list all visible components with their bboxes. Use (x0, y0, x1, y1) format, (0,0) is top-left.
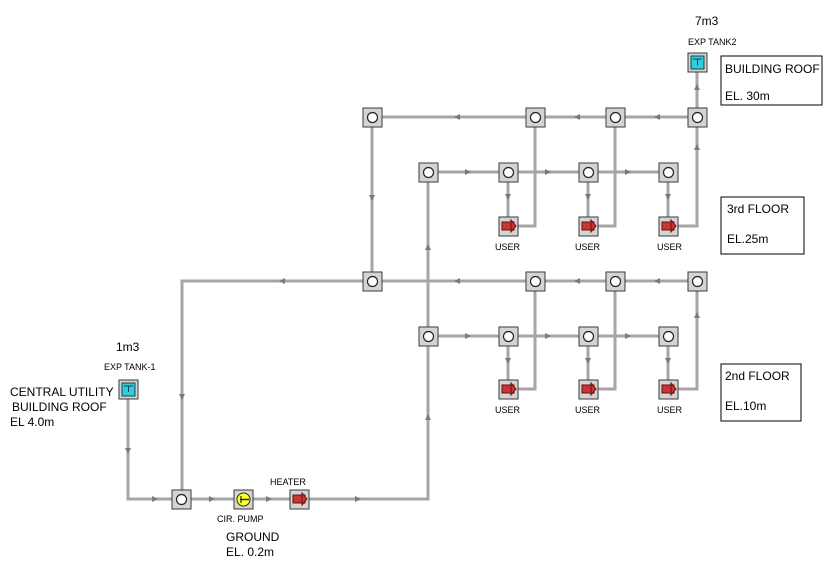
junction-node-icon[interactable] (171, 489, 192, 510)
pipe-ground-return (180, 279, 374, 501)
flow-arrow (625, 333, 631, 339)
flow-arrow (625, 169, 631, 175)
junction-node-icon[interactable] (498, 162, 519, 183)
floor3-box-elevation: EL.25m (727, 232, 768, 246)
floor3-info-box (720, 196, 805, 255)
floor2-box-title: 2nd FLOOR (725, 369, 790, 383)
flow-arrow (125, 448, 131, 454)
flow-arrow (545, 169, 551, 175)
flow-arrow (454, 278, 460, 284)
flow-arrow (505, 194, 511, 200)
flow-arrow (152, 496, 158, 502)
expansion-tank-icon[interactable] (118, 379, 139, 400)
flow-arrow (369, 195, 375, 201)
user-label: USER (657, 242, 683, 252)
tank2-name: EXP TANK2 (688, 37, 737, 47)
flow-arrow (179, 394, 185, 400)
labels: 7m3 EXP TANK2 1m3 EXP TANK-1 CENTRAL UTI… (10, 14, 820, 559)
pipe-ground-supply (180, 334, 430, 501)
flow-arrow (665, 358, 671, 364)
junction-node-icon[interactable] (605, 107, 626, 128)
flow-arrow (665, 194, 671, 200)
heater-icon[interactable] (289, 489, 310, 510)
junction-node-icon[interactable] (658, 326, 679, 347)
flow-arrow (465, 169, 471, 175)
floor2-box-elevation: EL.10m (725, 399, 766, 413)
flow-arrow (574, 278, 580, 284)
flow-arrow (425, 244, 431, 250)
user-label: USER (495, 242, 521, 252)
central-label-line3: EL 4.0m (10, 415, 54, 429)
roof-info-box (720, 55, 823, 106)
user-label: USER (575, 242, 601, 252)
junction-node-icon[interactable] (418, 326, 439, 347)
floor3-box-title: 3rd FLOOR (727, 202, 789, 216)
flow-arrow (694, 84, 700, 90)
junction-node-icon[interactable] (687, 107, 708, 128)
flow-arrow (425, 414, 431, 420)
pipe-tank1-down (126, 398, 184, 501)
pump-label: CIR. PUMP (217, 514, 264, 524)
user-heat-exchanger-icon[interactable] (578, 379, 599, 400)
user-label: USER (575, 405, 601, 415)
flow-arrow (545, 333, 551, 339)
user-heat-exchanger-icon[interactable] (578, 216, 599, 237)
junction-node-icon[interactable] (578, 326, 599, 347)
user-heat-exchanger-icon[interactable] (498, 216, 519, 237)
central-label-line2: BUILDING ROOF (12, 400, 107, 414)
roof-box-title: BUILDING ROOF (725, 62, 820, 76)
tank1-name: EXP TANK-1 (104, 362, 156, 372)
flow-arrow (574, 114, 580, 120)
ground-label: GROUND (226, 530, 280, 544)
junction-node-icon[interactable] (605, 271, 626, 292)
flow-arrow (279, 278, 285, 284)
flow-arrow (694, 144, 700, 150)
junction-node-icon[interactable] (525, 271, 546, 292)
user-label: USER (657, 405, 683, 415)
users (498, 216, 679, 400)
junction-node-icon[interactable] (418, 162, 439, 183)
junction-node-icon[interactable] (658, 162, 679, 183)
flow-arrow (505, 358, 511, 364)
pump-icon[interactable] (233, 489, 254, 510)
junction-nodes (171, 107, 708, 510)
flow-arrow (585, 358, 591, 364)
junction-node-icon[interactable] (687, 271, 708, 292)
flow-arrow (465, 333, 471, 339)
user-label: USER (495, 405, 521, 415)
flow-arrow (209, 496, 215, 502)
heater-label: HEATER (270, 477, 306, 487)
tank1-volume: 1m3 (116, 340, 140, 354)
expansion-tank-icon[interactable] (687, 52, 708, 73)
flow-arrow (355, 496, 361, 502)
flow-arrow (694, 312, 700, 318)
ground-elevation: EL. 0.2m (226, 545, 274, 559)
user-heat-exchanger-icon[interactable] (658, 379, 679, 400)
flow-arrow (266, 496, 272, 502)
floor2-info-box (720, 363, 802, 422)
roof-box-elevation: EL. 30m (725, 89, 770, 103)
junction-node-icon[interactable] (498, 326, 519, 347)
junction-node-icon[interactable] (362, 107, 383, 128)
flow-arrow (454, 114, 460, 120)
flow-arrow (654, 278, 660, 284)
flow-arrow (654, 114, 660, 120)
central-label-line1: CENTRAL UTILITY (10, 385, 114, 399)
flow-arrows (125, 84, 700, 502)
user-heat-exchanger-icon[interactable] (498, 379, 519, 400)
flow-arrow (585, 194, 591, 200)
user-heat-exchanger-icon[interactable] (658, 216, 679, 237)
tank2-volume: 7m3 (695, 14, 719, 28)
junction-node-icon[interactable] (362, 271, 383, 292)
junction-node-icon[interactable] (578, 162, 599, 183)
junction-node-icon[interactable] (525, 107, 546, 128)
